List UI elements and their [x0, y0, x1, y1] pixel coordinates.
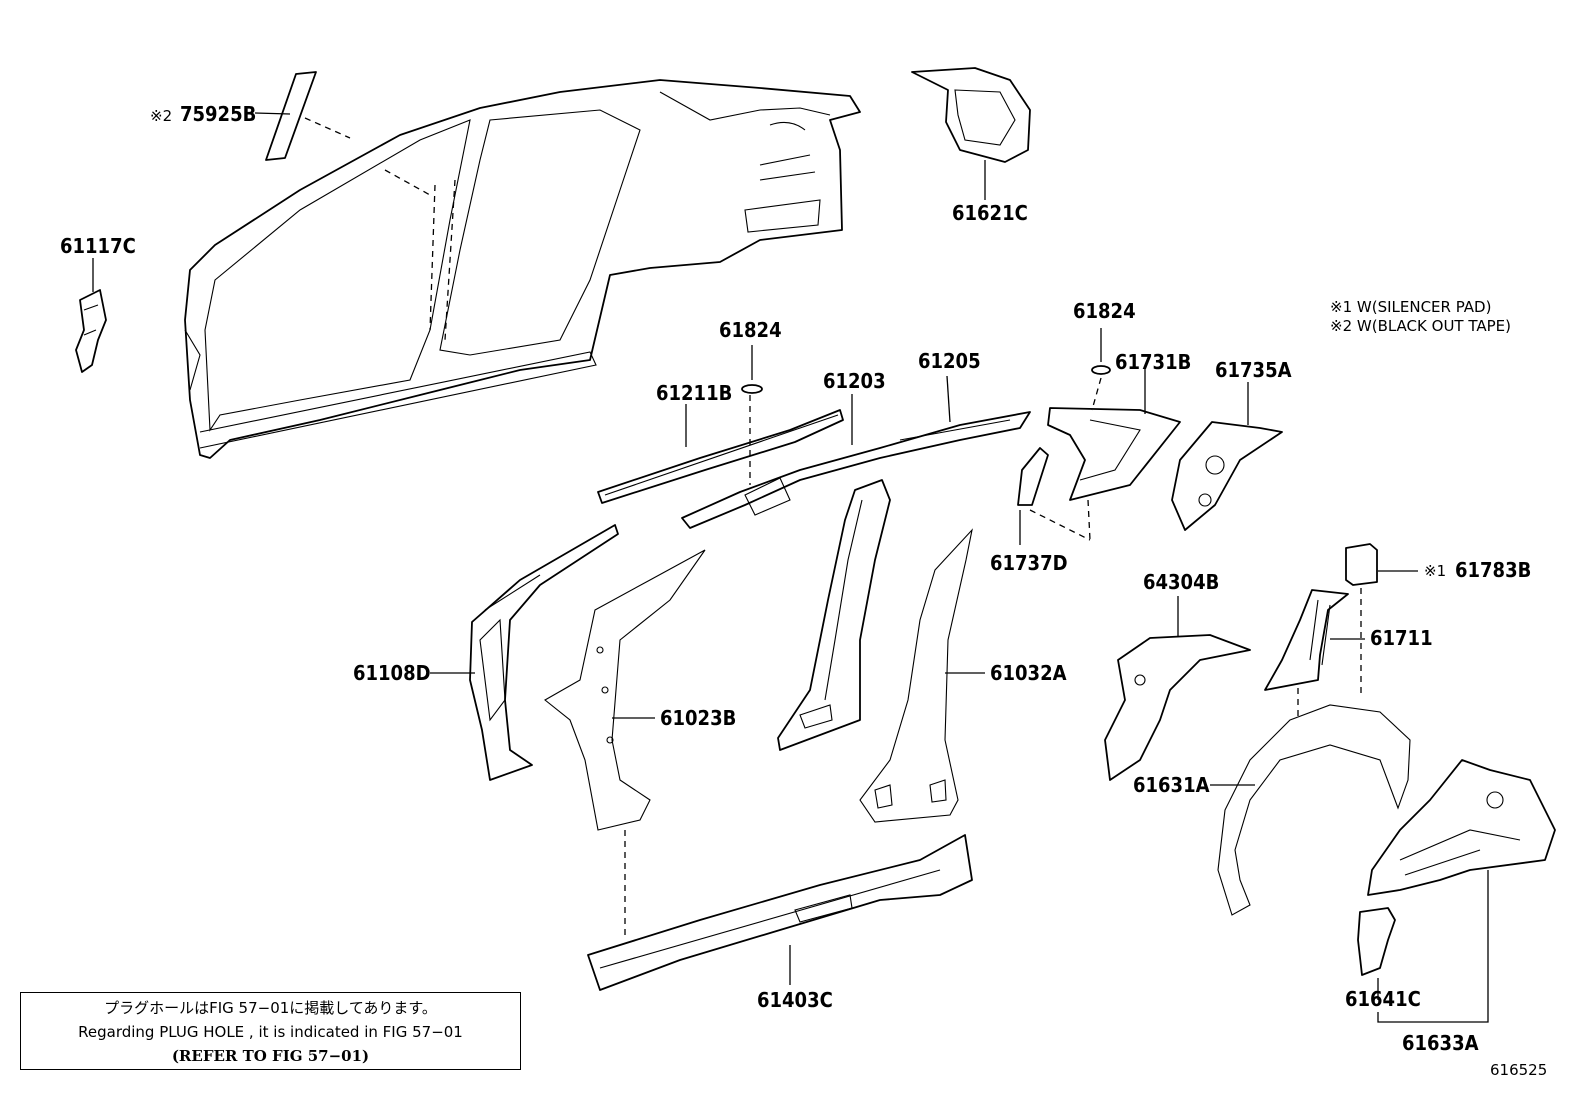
reference-line-en: Regarding PLUG HOLE , it is indicated in… [78, 1023, 463, 1041]
part-64304B [1104, 596, 1251, 781]
part-61633A [1367, 759, 1556, 1023]
part-61824-a [741, 345, 763, 485]
legend-note-1: ※1 W(SILENCER PAD) [1330, 298, 1491, 316]
side-panel-outer [184, 79, 861, 459]
label-61621C: 61621C [952, 201, 1028, 225]
part-61117C [75, 258, 107, 373]
label-61737D: 61737D [990, 551, 1068, 575]
part-61631A [1210, 704, 1411, 916]
label-61023B: 61023B [660, 706, 736, 730]
label-75925B-mark: ※2 [150, 107, 172, 125]
part-61737D [1017, 447, 1091, 545]
part-61711 [1264, 589, 1365, 720]
part-61403C [587, 834, 973, 991]
part-61108D [430, 524, 619, 781]
plug-hole-reference-box: プラグホールはFIG 57−01に掲載してあります。 Regarding PLU… [20, 992, 521, 1070]
part-61731B [1047, 367, 1181, 501]
label-61631A: 61631A [1133, 773, 1210, 797]
legend: ※1 W(SILENCER PAD) ※2 W(BLACK OUT TAPE) [1330, 298, 1511, 335]
label-61783B-mark: ※1 [1424, 562, 1446, 580]
label-61735A: 61735A [1215, 358, 1292, 382]
part-61824-b [1091, 328, 1111, 411]
label-61824-a: 61824 [719, 318, 782, 342]
label-61641C: 61641C [1345, 987, 1421, 1011]
part-61621C [911, 67, 1031, 200]
part-61023B [544, 549, 706, 940]
part-61735A [1171, 382, 1283, 531]
part-61783B [1345, 543, 1418, 695]
part-75925B [254, 71, 431, 196]
part-61032A [859, 528, 985, 823]
reference-line-jp: プラグホールはFIG 57−01に掲載してあります。 [104, 999, 437, 1017]
label-61633A: 61633A [1402, 1031, 1479, 1055]
label-64304B: 64304B [1143, 570, 1219, 594]
figure-number: 616525 [1490, 1061, 1547, 1079]
label-75925B: 75925B [180, 102, 256, 126]
label-61032A: 61032A [990, 661, 1067, 685]
label-61203: 61203 [823, 369, 886, 393]
label-61731B: 61731B [1115, 350, 1191, 374]
part-61641C [1357, 907, 1396, 1000]
label-61783B: 61783B [1455, 558, 1531, 582]
label-61711: 61711 [1370, 626, 1433, 650]
label-61211B: 61211B [656, 381, 732, 405]
part-labels: ※2 75925B 61117C 61621C 61824 61824 6121… [60, 102, 1531, 1055]
part-61203-61205 [681, 375, 1031, 529]
legend-note-2: ※2 W(BLACK OUT TAPE) [1330, 317, 1511, 335]
reference-line-refer: (REFER TO FIG 57−01) [171, 1047, 370, 1065]
label-61824-b: 61824 [1073, 299, 1136, 323]
label-61117C: 61117C [60, 234, 136, 258]
part-center-pillar-outer [777, 479, 891, 751]
part-61211B [597, 404, 844, 504]
label-61403C: 61403C [757, 988, 833, 1012]
label-61108D: 61108D [353, 661, 431, 685]
label-61205: 61205 [918, 349, 981, 373]
